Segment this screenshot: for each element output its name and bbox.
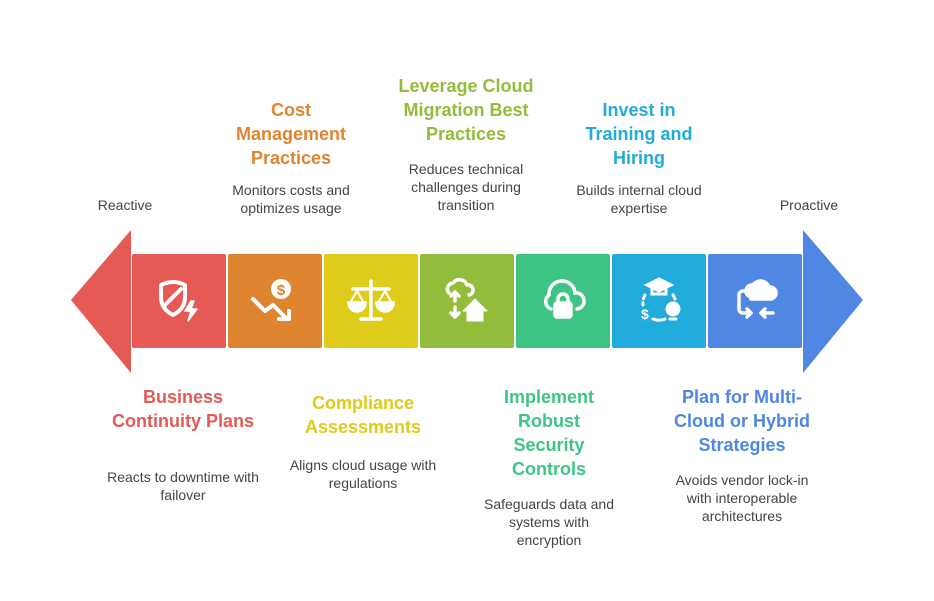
step-title-7: Plan for Multi-Cloud or Hybrid Strategie… — [674, 387, 810, 455]
step-box-4 — [420, 254, 514, 348]
cloud-migration-home-icon — [445, 278, 488, 322]
step-box-5 — [516, 254, 610, 348]
step-box-2: $ — [228, 254, 322, 348]
step-box-7 — [708, 254, 802, 348]
graduation-cap-cycle-icon: $ — [641, 277, 681, 322]
step-desc-6: Builds internal cloud expertise — [576, 182, 702, 216]
dollar-trend-down-icon: $ — [251, 279, 291, 321]
step-title-6: Invest in Training and Hiring — [585, 100, 693, 168]
step-title-3: Compliance Assessments — [304, 393, 422, 437]
step-box-6: $ — [612, 254, 706, 348]
step-desc-1: Reacts to downtime with failover — [107, 469, 259, 503]
svg-text:$: $ — [641, 306, 649, 322]
step-desc-7: Avoids vendor lock-in with interoperable… — [675, 472, 809, 524]
proactive-label: Proactive — [779, 197, 839, 213]
step-box-1 — [132, 254, 226, 348]
step-desc-2: Monitors costs and optimizes usage — [232, 182, 350, 216]
step-title-5: Implement Robust Security Controls — [503, 387, 595, 479]
step-title-4: Leverage Cloud Migration Best Practices — [398, 76, 534, 144]
step-title-2: Cost Management Practices — [235, 100, 347, 168]
balance-scale-icon — [347, 279, 395, 321]
shield-lightning-icon — [159, 280, 198, 322]
step-desc-4: Reduces technical challenges during tran… — [408, 161, 524, 213]
step-desc-5: Safeguards data and systems with encrypt… — [484, 496, 614, 548]
reactive-label: Reactive — [97, 197, 153, 213]
step-desc-3: Aligns cloud usage with regulations — [289, 457, 437, 491]
right-arrowhead — [803, 230, 863, 373]
step-box-3 — [324, 254, 418, 348]
step-title-1: Business Continuity Plans — [111, 387, 254, 431]
left-arrowhead — [71, 230, 131, 373]
cloud-lock-icon — [544, 279, 586, 319]
svg-text:$: $ — [277, 282, 286, 299]
cloud-arrows-icon — [737, 279, 778, 319]
